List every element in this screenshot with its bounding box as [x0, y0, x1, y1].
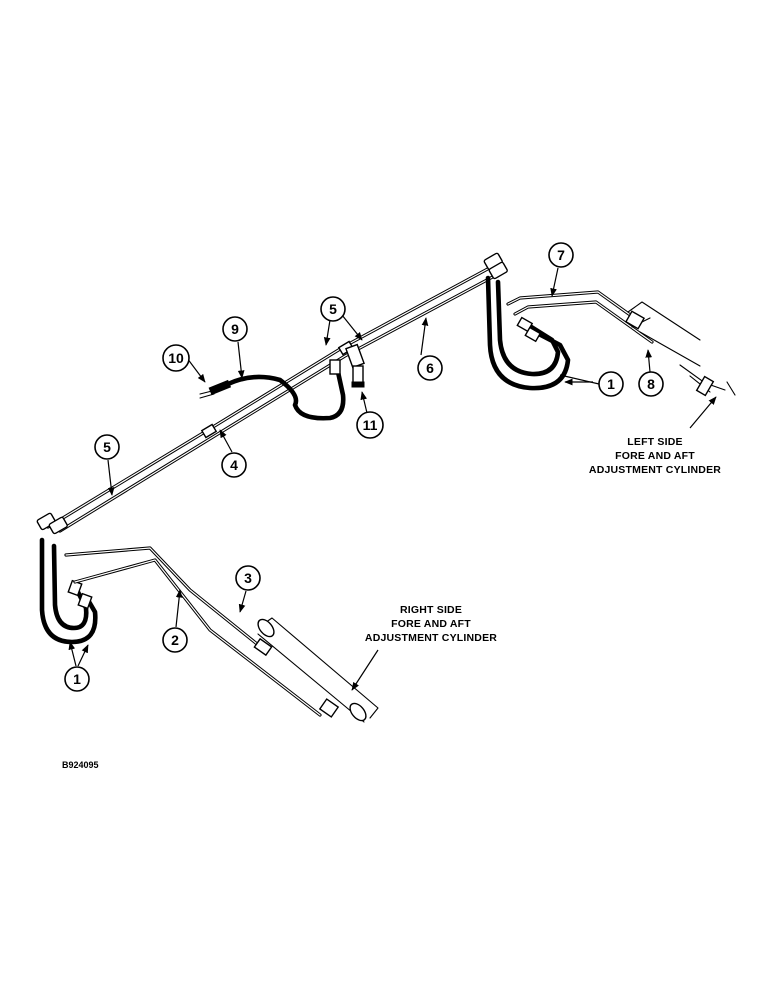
callout-6: 6: [417, 355, 443, 381]
callout-5-top-text: 5: [329, 301, 337, 317]
callout-9-text: 9: [231, 321, 239, 337]
callout-3-text: 3: [244, 570, 252, 586]
callout-9: 9: [222, 316, 248, 342]
callout-8-text: 8: [647, 376, 655, 392]
callout-10-text: 10: [168, 350, 184, 366]
callout-2: 2: [162, 627, 188, 653]
callout-2-text: 2: [171, 632, 179, 648]
callout-7-text: 7: [557, 247, 565, 263]
callout-1-left-text: 1: [73, 671, 81, 687]
callout-8: 8: [638, 371, 664, 397]
right-cylinder-label: RIGHT SIDE FORE AND AFT ADJUSTMENT CYLIN…: [365, 604, 497, 644]
callout-7: 7: [548, 242, 574, 268]
callout-10: 10: [162, 344, 190, 372]
callout-11-text: 11: [363, 417, 378, 433]
center-hose-assembly: [199, 343, 365, 421]
right-side-cylinder: [253, 617, 379, 723]
callout-4: 4: [221, 452, 247, 478]
left-side-cylinder: [624, 301, 736, 397]
right-cylinder-tubes: [64, 546, 322, 717]
figure-id: B924095: [62, 760, 99, 770]
left-hose-loop: [36, 512, 98, 645]
right-hose-loop: [483, 252, 571, 391]
right-cylinder-label-line3: ADJUSTMENT CYLINDER: [365, 632, 497, 644]
callout-4-text: 4: [230, 457, 238, 473]
left-cylinder-tubes: [506, 290, 654, 344]
callout-1-right-text: 1: [607, 376, 615, 392]
callout-5-top: 5: [320, 296, 346, 322]
right-cylinder-label-line2: FORE AND AFT: [391, 618, 471, 630]
main-tubes: [46, 263, 502, 533]
callout-6-text: 6: [426, 360, 434, 376]
callout-5-left: 5: [94, 434, 120, 460]
callout-11: 11: [356, 411, 384, 439]
left-cylinder-label: LEFT SIDE FORE AND AFT ADJUSTMENT CYLIND…: [589, 436, 721, 476]
callout-5-left-text: 5: [103, 439, 111, 455]
left-cylinder-label-line1: LEFT SIDE: [627, 436, 682, 448]
callout-1-right: 1: [598, 371, 624, 397]
leader-lines: [68, 267, 717, 691]
right-cylinder-label-line1: RIGHT SIDE: [400, 604, 462, 616]
callout-1-left: 1: [64, 666, 90, 692]
callout-3: 3: [235, 565, 261, 591]
left-cylinder-label-line2: FORE AND AFT: [615, 450, 695, 462]
left-cylinder-label-line3: ADJUSTMENT CYLINDER: [589, 464, 721, 476]
